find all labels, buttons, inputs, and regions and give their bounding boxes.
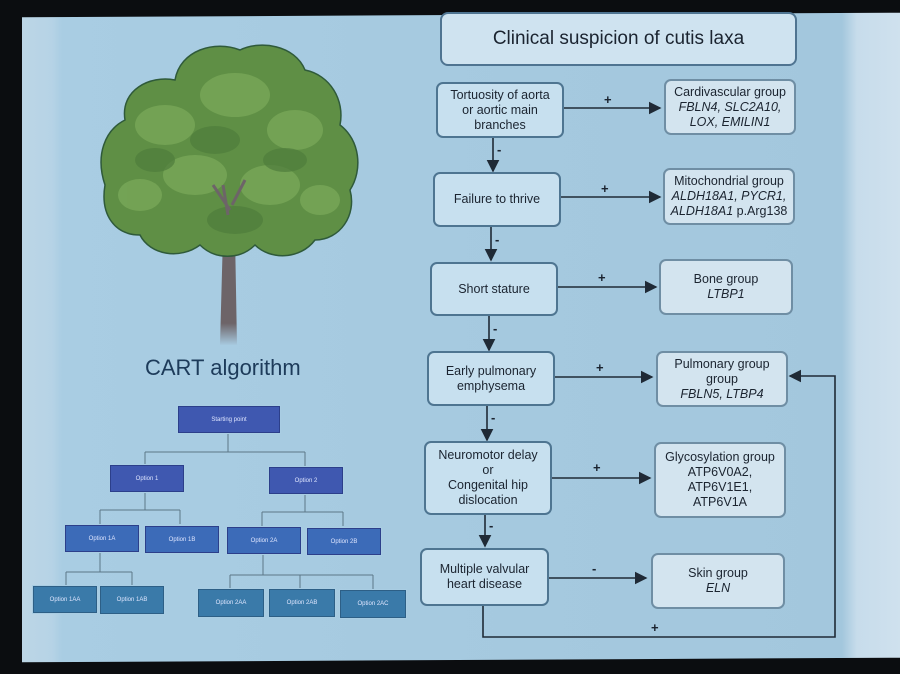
group-skin: Skin group ELN [651, 553, 785, 609]
group-genes: LOX, EMILIN1 [689, 114, 771, 129]
question-short-stature: Short stature [430, 262, 558, 316]
question-line: Neuromotor delay [438, 448, 538, 462]
group-mitochondrial: Mitochondrial group ALDH18A1, PYCR1, ALD… [663, 168, 795, 225]
question-failure-to-thrive: Failure to thrive [433, 172, 561, 227]
question-line: emphysema [456, 378, 526, 393]
question-line: Failure to thrive [453, 192, 541, 206]
group-cardiovascular: Cardivascular group FBLN4, SLC2A10, LOX,… [664, 79, 796, 135]
cart-node-option-2a: Option 2A [227, 527, 301, 554]
question-early-pulmonary-emphysema: Early pulmonary emphysema [427, 351, 555, 406]
cart-node-option-1a: Option 1A [65, 525, 139, 552]
edge-label-yes: + [651, 620, 659, 635]
group-name: group [706, 371, 738, 386]
cart-node-option-2ac: Option 2AC [340, 590, 406, 618]
question-line: or aortic main [462, 102, 538, 117]
question-multiple-valvular-heart-disease: Multiple valvular heart disease [420, 548, 549, 606]
question-line: branches [474, 117, 526, 132]
group-name: Glycosylation group [665, 450, 775, 464]
question-line: Short stature [458, 281, 530, 296]
group-bone: Bone group LTBP1 [659, 259, 793, 315]
group-genes: ALDH18A1, PYCR1, [671, 189, 787, 203]
flowchart-title: Clinical suspicion of cutis laxa [440, 12, 797, 66]
cart-node-option-1: Option 1 [110, 465, 184, 492]
group-genes: FBLN5, LTBP4 [680, 386, 764, 401]
cart-node-option-1aa: Option 1AA [33, 586, 97, 613]
group-name: Skin group [688, 566, 748, 580]
group-variant: p.Arg138 [733, 204, 788, 218]
group-genes: ALDH18A1 [670, 204, 734, 218]
cart-node-option-2: Option 2 [269, 467, 343, 494]
group-name: Bone group [693, 272, 759, 286]
question-line: heart disease [446, 577, 523, 591]
cart-node-option-2aa: Option 2AA [198, 589, 264, 617]
edge-label-no: - [491, 410, 496, 425]
question-aortic-tortuosity: Tortuosity of aorta or aortic main branc… [436, 82, 564, 138]
group-genes: LTBP1 [707, 287, 745, 301]
group-name: Pulmonary group [674, 356, 770, 371]
question-line: Multiple valvular [439, 562, 530, 576]
edge-label-yes: + [596, 360, 604, 375]
question-line: dislocation [458, 493, 518, 507]
group-genes: ATP6V1E1, [687, 480, 753, 494]
edge-label-no: - [592, 561, 597, 576]
group-genes: ELN [705, 581, 731, 595]
group-genes: ATP6V1A [693, 495, 747, 509]
edge-label-yes: + [601, 181, 609, 196]
question-neuromotor-delay: Neuromotor delay or Congenital hip dislo… [424, 441, 552, 515]
edge-label-yes: + [593, 460, 601, 475]
group-name: Mitochondrial group [674, 174, 784, 188]
cart-node-option-1ab: Option 1AB [100, 586, 164, 614]
question-line: or [482, 463, 494, 477]
edge-label-yes: + [604, 92, 612, 107]
group-genes: ATP6V0A2, [687, 465, 753, 479]
cart-node-option-1b: Option 1B [145, 526, 219, 553]
group-glycosylation: Glycosylation group ATP6V0A2, ATP6V1E1, … [654, 442, 786, 518]
edge-label-no: - [497, 142, 502, 157]
question-line: Early pulmonary [445, 363, 537, 378]
question-line: Tortuosity of aorta [450, 87, 550, 102]
edge-label-no: - [493, 321, 498, 336]
group-name: Cardivascular group [674, 84, 786, 99]
question-line: Congenital hip [448, 478, 528, 492]
group-pulmonary: Pulmonary group group FBLN5, LTBP4 [656, 351, 788, 407]
cart-node-option-2ab: Option 2AB [269, 589, 335, 617]
cart-node-option-2b: Option 2B [307, 528, 381, 555]
group-genes: FBLN4, SLC2A10, [678, 99, 782, 114]
edge-label-yes: + [598, 270, 606, 285]
tree-icon [100, 44, 359, 345]
cart-node-starting-point: Starting point [178, 406, 280, 433]
cart-algorithm-title: CART algorithm [145, 355, 301, 380]
edge-label-no: - [489, 518, 494, 533]
edge-label-no: - [495, 232, 500, 247]
